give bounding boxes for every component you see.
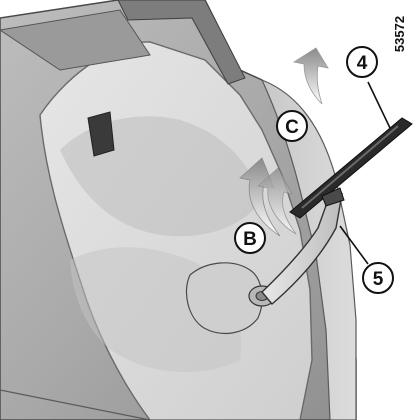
callout-b-label: B xyxy=(243,229,257,250)
callout-5-label: 5 xyxy=(373,269,384,290)
callout-c-label: C xyxy=(285,117,299,138)
callout-4: 4 xyxy=(347,47,377,77)
callout-c: C xyxy=(277,111,307,141)
callout-4-label: 4 xyxy=(357,53,368,74)
callout-5: 5 xyxy=(363,263,393,293)
callout-b: B xyxy=(235,223,265,253)
figure-reference-number: 53572 xyxy=(392,16,407,52)
